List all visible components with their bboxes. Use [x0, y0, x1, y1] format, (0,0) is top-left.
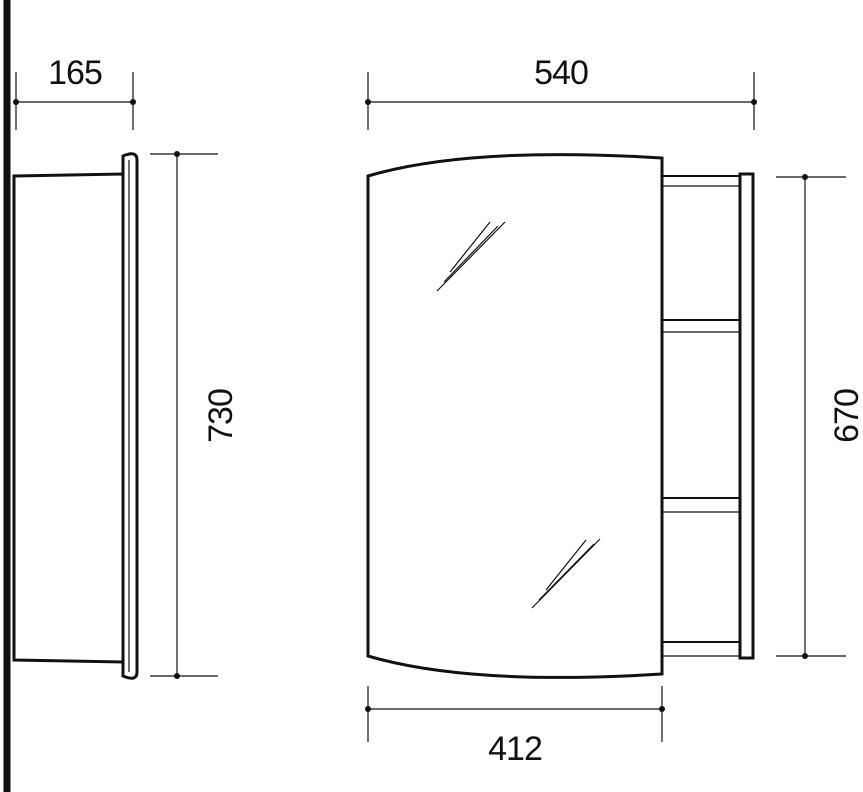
- front-mirror-door: [366, 153, 664, 679]
- cabinet-side-panel: [738, 172, 755, 660]
- mirror-reflection-top: [436, 221, 506, 292]
- dim-670-label: 670: [828, 389, 863, 443]
- dim-670-end-top: [802, 174, 808, 180]
- dim-730-end-bottom: [174, 673, 180, 679]
- side-view: 165 730: [3, 0, 240, 792]
- mirror-reflection-bottom: [531, 538, 601, 609]
- side-cabinet-body: [12, 172, 125, 664]
- dim-165-end-right: [130, 99, 136, 105]
- dim-540-label: 540: [534, 54, 588, 92]
- dim-730-end-top: [174, 151, 180, 157]
- dim-412-label: 412: [488, 730, 542, 768]
- dim-540-end-left: [365, 99, 371, 105]
- dim-165-end-left: [13, 99, 19, 105]
- side-door-profile: [121, 152, 139, 680]
- dim-412-end-left: [365, 706, 371, 712]
- dim-165-label: 165: [48, 54, 102, 92]
- dim-540-end-right: [751, 99, 757, 105]
- dim-670-end-bottom: [802, 653, 808, 659]
- cabinet-shelves: [662, 175, 740, 657]
- dim-412-end-right: [659, 706, 665, 712]
- dim-730-label: 730: [202, 389, 240, 443]
- front-view: 540 670 412: [365, 54, 863, 768]
